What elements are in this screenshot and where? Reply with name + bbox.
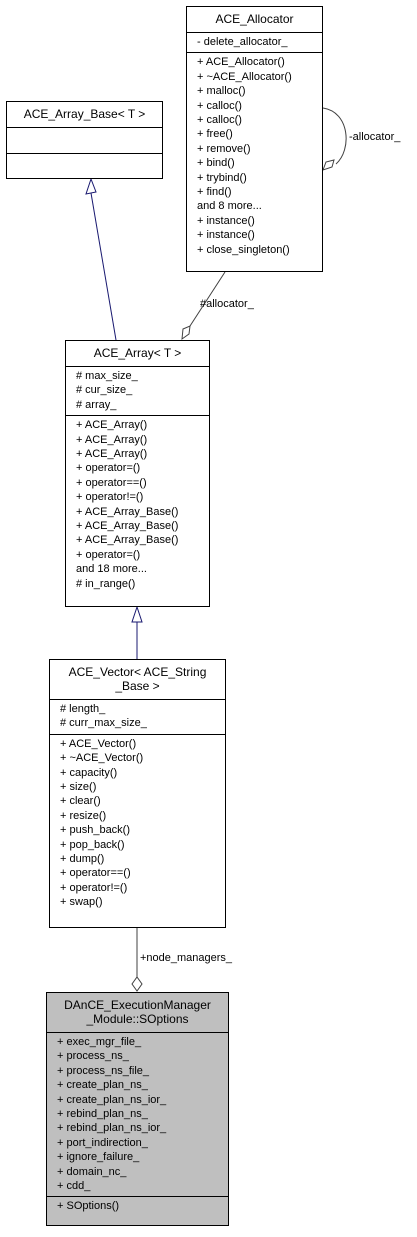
self-association-allocator	[322, 107, 347, 171]
class-title-section: DAnCE_ExecutionManager _Module::SOptions	[47, 993, 228, 1032]
class-title: ACE_Array< T >	[93, 346, 182, 360]
class-title-section: ACE_Array< T >	[66, 341, 209, 366]
inheritance-arrowhead	[131, 605, 143, 623]
class-member: + calloc()	[197, 99, 242, 112]
class-member: + ACE_Array()	[76, 419, 148, 432]
methods-section	[7, 153, 162, 179]
class-member: + clear()	[60, 795, 101, 808]
class-member: + dump()	[60, 853, 105, 866]
methods-section: + SOptions()	[47, 1196, 228, 1216]
class-member: + instance()	[197, 214, 255, 227]
class-title: ACE_Allocator	[215, 12, 294, 26]
class-ace-array-base[interactable]: ACE_Array_Base< T >	[6, 101, 163, 179]
class-title: ACE_Array_Base< T >	[23, 107, 146, 121]
class-member: and 8 more...	[197, 200, 262, 213]
class-member: + size()	[60, 781, 97, 794]
class-title: DAnCE_ExecutionManager _Module::SOptions	[47, 995, 228, 1029]
class-member: + resize()	[60, 809, 107, 822]
class-member: + operator==()	[60, 867, 131, 880]
class-member: + ACE_Array_Base()	[76, 520, 179, 533]
composition-diamond	[322, 159, 335, 171]
class-member: + find()	[197, 186, 232, 199]
class-member: + SOptions()	[57, 1200, 120, 1213]
edge-label-node-managers: +node_managers_	[140, 952, 233, 964]
class-title-line: ACE_Vector< ACE_String	[68, 665, 207, 679]
class-member: + malloc()	[197, 85, 246, 98]
class-member: + ~ACE_Allocator()	[197, 70, 292, 83]
class-member: + create_plan_ns_ior_	[57, 1093, 167, 1106]
class-member: + ignore_failure_	[57, 1151, 140, 1164]
class-member: + swap()	[60, 896, 103, 909]
class-ace-allocator[interactable]: ACE_Allocator - delete_allocator_ + ACE_…	[186, 6, 323, 272]
class-member: + push_back()	[60, 824, 131, 837]
class-title-line: _Module::SOptions	[86, 1012, 189, 1026]
class-member: + remove()	[197, 142, 251, 155]
composition-vector-to-soptions	[131, 928, 143, 992]
class-member: + instance()	[197, 229, 255, 242]
class-member: + ACE_Allocator()	[197, 56, 285, 69]
class-member: - delete_allocator_	[197, 36, 288, 48]
class-member: + operator=()	[76, 548, 141, 561]
class-member: + free()	[197, 128, 233, 141]
class-member: + process_ns_	[57, 1050, 129, 1063]
class-member: + rebind_plan_ns_ior_	[57, 1122, 167, 1135]
class-member: + ACE_Array()	[76, 448, 148, 461]
class-member: # in_range()	[76, 577, 136, 590]
class-member: + trybind()	[197, 171, 247, 184]
attributes-section: # max_size_ # cur_size_# array_	[66, 366, 209, 415]
edge-label-allocator: #allocator_	[200, 298, 254, 310]
attributes-section: + exec_mgr_file_ + process_ns_+ process_n…	[47, 1032, 228, 1196]
class-member: + ~ACE_Vector()	[60, 752, 144, 765]
class-member: + operator!=()	[60, 881, 128, 894]
class-member: + operator!=()	[76, 491, 144, 504]
class-title-section: ACE_Vector< ACE_String _Base >	[50, 660, 225, 699]
class-member: # curr_max_size_	[60, 717, 147, 730]
class-member: + rebind_plan_ns_	[57, 1108, 148, 1121]
class-member: + ACE_Vector()	[60, 737, 137, 750]
composition-diamond	[181, 325, 191, 341]
inheritance-array-to-array-base	[85, 177, 117, 341]
class-member: # length_	[60, 703, 106, 715]
class-title: ACE_Vector< ACE_String _Base >	[50, 662, 225, 696]
class-member: + pop_back()	[60, 838, 125, 851]
class-member: # cur_size_	[76, 384, 133, 397]
edge-label-allocator-self: -allocator_	[349, 131, 401, 143]
class-soptions[interactable]: DAnCE_ExecutionManager _Module::SOptions…	[46, 992, 229, 1226]
composition-diamond	[131, 976, 143, 992]
composition-allocator-to-array	[181, 271, 226, 341]
class-member: + port_indirection_	[57, 1136, 148, 1149]
class-member: + create_plan_ns_	[57, 1079, 148, 1092]
class-member: + ACE_Array_Base()	[76, 505, 179, 518]
class-member: + operator==()	[76, 476, 147, 489]
class-member: + ACE_Array()	[76, 433, 148, 446]
inheritance-arrowhead	[85, 177, 97, 195]
inheritance-vector-to-array	[131, 605, 143, 659]
class-member: + capacity()	[60, 766, 118, 779]
methods-section: + ACE_Vector() + ~ACE_Vector()+ capacity(…	[50, 733, 225, 913]
class-member: + bind()	[197, 157, 235, 170]
class-member: # array_	[76, 398, 117, 411]
class-member: + exec_mgr_file_	[57, 1036, 142, 1048]
attributes-section: - delete_allocator_	[187, 32, 322, 52]
class-title-line: DAnCE_ExecutionManager	[64, 998, 211, 1012]
class-member: + ACE_Array_Base()	[76, 534, 179, 547]
class-member: + operator=()	[76, 462, 141, 475]
class-member: + close_singleton()	[197, 243, 290, 256]
class-member: + process_ns_file_	[57, 1064, 150, 1077]
class-title-section: ACE_Array_Base< T >	[7, 102, 162, 127]
attributes-section: # length_ # curr_max_size_	[50, 699, 225, 734]
class-member: + cdd_	[57, 1180, 91, 1193]
class-member: + domain_nc_	[57, 1165, 127, 1178]
methods-section: + ACE_Array()+ ACE_Array()+ ACE_Array()+…	[66, 415, 209, 594]
class-title-line: _Base >	[115, 679, 160, 693]
methods-section: + ACE_Allocator()+ ~ACE_Allocator() + mal…	[187, 52, 322, 260]
class-member: + calloc()	[197, 114, 242, 127]
class-member: # max_size_	[76, 370, 138, 382]
class-ace-vector[interactable]: ACE_Vector< ACE_String _Base > # length_…	[49, 659, 226, 928]
class-ace-array[interactable]: ACE_Array< T > # max_size_ # cur_size_# a…	[65, 340, 210, 607]
class-title-section: ACE_Allocator	[187, 7, 322, 32]
attributes-section	[7, 127, 162, 153]
class-member: and 18 more...	[76, 563, 147, 576]
